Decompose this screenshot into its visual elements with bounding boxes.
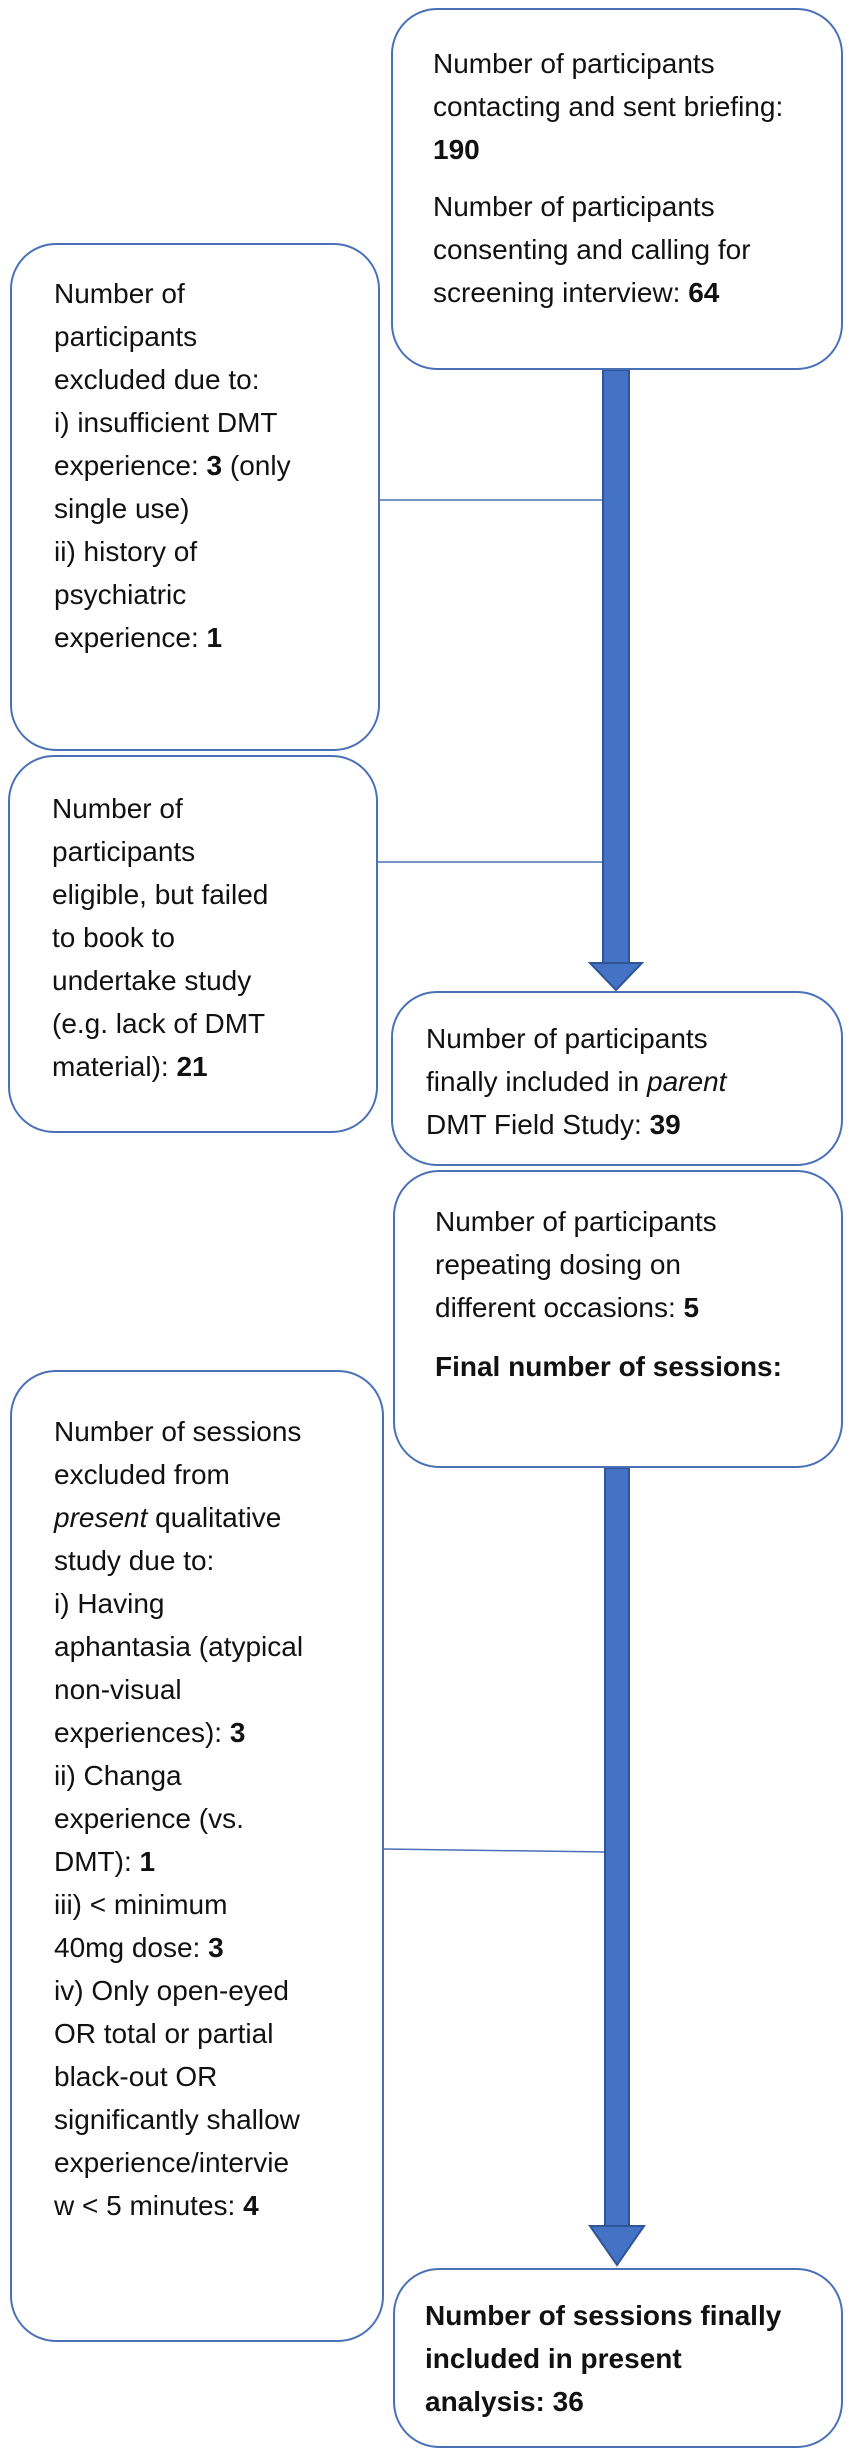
line: ii) Changa [54,1760,182,1791]
line: study due to: [54,1545,215,1576]
line: ii) history of [54,536,198,567]
count: 21 [176,1051,208,1082]
label: 40mg dose: [54,1932,209,1963]
count: 39 [649,1109,681,1140]
emphasis: parent [647,1066,727,1097]
line: Number of sessions [54,1416,302,1447]
line: DMT Field Study: 39 [426,1103,831,1146]
line: Number of [54,278,185,309]
line: iv) Only open-eyed [54,1975,290,2006]
line: to book to [52,922,175,953]
included-parent-box: Number of participants finally included … [391,991,843,1166]
line: psychiatric [54,579,187,610]
line: Number of participants [426,1023,708,1054]
line: DMT): 1 [54,1840,372,1883]
line: excluded due to: [54,364,260,395]
line: (e.g. lack of DMT [52,1008,266,1039]
contacted-text: Number of participants contacting and se… [433,42,821,171]
line: significantly shallow [54,2104,300,2135]
line: eligible, but failed [52,879,269,910]
final-box: Number of sessions finally included in p… [393,2268,843,2448]
line: excluded from [54,1459,230,1490]
line: Final number of sessions: [435,1345,831,1388]
label: DMT Field Study: [426,1109,650,1140]
label: different occasions: [435,1292,684,1323]
count: 1 [139,1846,156,1877]
recruitment-box: Number of participants contacting and se… [391,8,843,370]
arrow-top [587,369,645,992]
line: experiences): 3 [54,1711,372,1754]
line: black-out OR [54,2061,218,2092]
final-sessions-label: Final number of sessions: [435,1351,782,1382]
label: experience: [54,450,207,481]
line: Number of participants [435,1206,717,1237]
repeating-box: Number of participants repeating dosing … [393,1170,843,1468]
line: material): 21 [52,1045,366,1088]
line: experience: 3 (only [54,444,368,487]
line: experience (vs. [54,1803,244,1834]
label: experience: [54,622,207,653]
line: 40mg dose: 3 [54,1926,372,1969]
label: (only [222,450,291,481]
line: experience: 1 [54,616,368,659]
line: participants [54,321,198,352]
line: aphantasia (atypical [54,1631,304,1662]
excluded-screening-box: Number of participants excluded due to: … [10,243,380,751]
line: participants [52,836,196,867]
line: Number of sessions finally [425,2300,782,2331]
contacted-count: 190 [433,134,480,165]
line: present qualitative [54,1496,372,1539]
count: 4 [243,2190,259,2221]
count: 1 [206,622,223,653]
consented-text: Number of participants consenting and ca… [433,185,821,314]
line: single use) [54,493,190,524]
line: analysis: 36 [425,2386,584,2417]
excluded-sessions-box: Number of sessions excluded from present… [10,1370,384,2342]
label: w < 5 minutes: [54,2190,244,2221]
line: repeating dosing on [435,1249,681,1280]
line: w < 5 minutes: 4 [54,2184,372,2227]
arrow-bottom [588,1467,646,2267]
line: iii) < minimum [54,1889,228,1920]
count: 5 [683,1292,700,1323]
emphasis: present [54,1502,148,1533]
count: 3 [206,450,223,481]
line: experience/intervie [54,2147,290,2178]
contacted-label: Number of participants contacting and se… [433,48,784,122]
line: included in present [425,2343,682,2374]
label: DMT): [54,1846,140,1877]
line: i) Having [54,1588,165,1619]
line: finally included in parent [426,1060,831,1103]
count: 3 [229,1717,246,1748]
line: non-visual [54,1674,182,1705]
label: finally included in [426,1066,648,1097]
consented-label: Number of participants consenting and ca… [433,191,751,308]
line: different occasions: 5 [435,1286,831,1329]
line: undertake study [52,965,252,996]
line: i) insufficient DMT [54,407,278,438]
label: qualitative [147,1502,282,1533]
line: OR total or partial [54,2018,274,2049]
line: Number of [52,793,183,824]
failed-booking-box: Number of participants eligible, but fai… [8,755,378,1133]
label: material): [52,1051,177,1082]
label: experiences): [54,1717,230,1748]
consented-count: 64 [688,277,720,308]
connector-excluded-sessions [383,1848,607,1853]
count: 3 [208,1932,224,1963]
